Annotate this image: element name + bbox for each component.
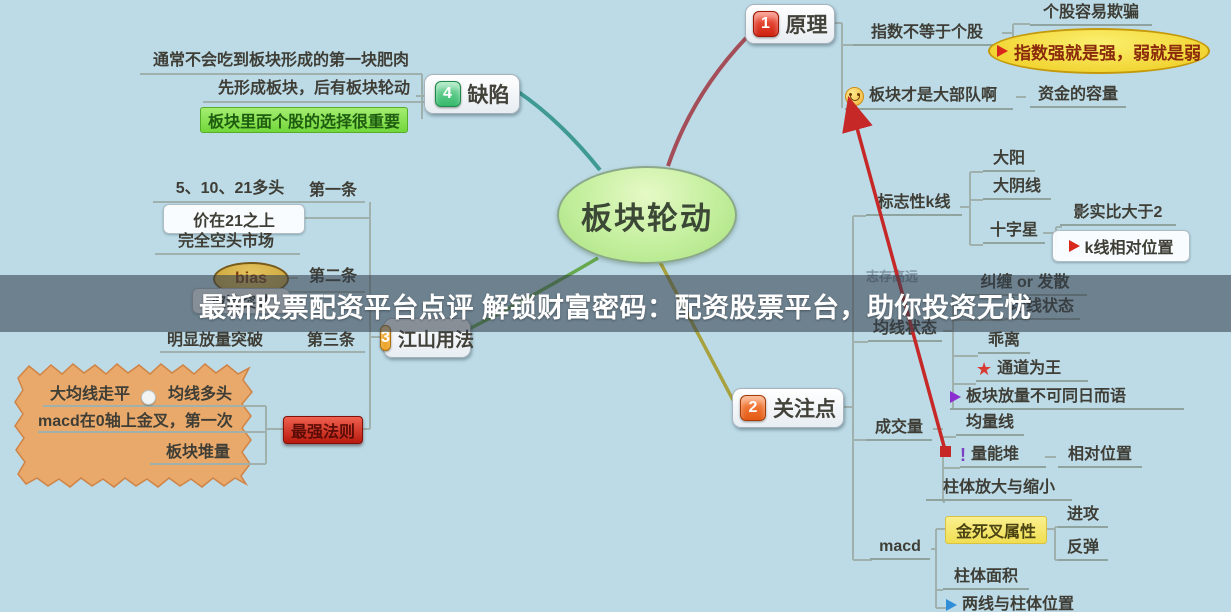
red-star-icon: ★ xyxy=(976,359,993,379)
label-full-bear-market[interactable]: 完全空头市场 xyxy=(177,233,274,250)
blue-flag-icon xyxy=(946,599,957,611)
label-strongest-rule[interactable]: 最强法则 xyxy=(283,416,363,444)
banner-title: 最新股票配资平台点评 解锁财富密码：配资股票平台，助你投资无忧 xyxy=(198,293,1032,323)
badge-1-icon: 1 xyxy=(752,11,779,37)
label-big-yin[interactable]: 大阴线 xyxy=(983,176,1051,200)
kline-position-text: k线相对位置 xyxy=(1084,240,1174,257)
purple-flag-icon xyxy=(950,391,961,403)
central-topic[interactable]: 板块轮动 xyxy=(557,166,737,264)
label-macd-golden-cross[interactable]: macd在0轴上金叉，第一次 xyxy=(38,413,233,430)
sector-army-text: 板块才是大部队啊 xyxy=(869,87,998,104)
banner-strip xyxy=(0,275,1231,332)
sector-volume-note-text: 板块放量不可同日而语 xyxy=(966,388,1127,405)
node-focus-label: 关注点 xyxy=(773,398,836,421)
label-big-yang[interactable]: 大阳 xyxy=(983,148,1035,172)
label-big-ma-flat[interactable]: 大均线走平 xyxy=(49,386,130,403)
label-sector-volume-pile[interactable]: 板块堆量 xyxy=(165,444,230,461)
lines-bar-position-text: 两线与柱体位置 xyxy=(962,596,1075,612)
label-doji[interactable]: 十字星 xyxy=(983,220,1045,244)
node-defect-label: 缺陷 xyxy=(467,84,510,107)
label-ma-bullish[interactable]: 均线多头 xyxy=(167,386,232,403)
label-signature-kline[interactable]: 标志性k线 xyxy=(866,192,962,216)
label-macd[interactable]: macd xyxy=(870,536,930,560)
node-principle[interactable]: 1 原理 xyxy=(745,4,835,44)
label-kline-position[interactable]: k线相对位置 xyxy=(1052,230,1190,262)
label-attack[interactable]: 进攻 xyxy=(1058,504,1108,528)
label-volume-breakout[interactable]: 明显放量突破 xyxy=(166,332,263,349)
label-deviation[interactable]: 乖离 xyxy=(978,330,1030,354)
defect-note-1[interactable]: 通常不会吃到板块形成的第一块肥肉 xyxy=(152,52,409,69)
label-rule3[interactable]: 第三条 xyxy=(306,332,355,349)
label-bar-expand-shrink[interactable]: 柱体放大与缩小 xyxy=(926,477,1072,501)
label-ma-bullish-51021[interactable]: 5、10、21多头 xyxy=(175,180,285,197)
index-strong-text: 指数强就是强，弱就是弱 xyxy=(1014,43,1201,63)
label-volume-ma[interactable]: 均量线 xyxy=(956,412,1024,436)
defect-note-3-highlight[interactable]: 板块里面个股的选择很重要 xyxy=(200,107,408,133)
label-rule1[interactable]: 第一条 xyxy=(308,182,357,199)
arrow-start-square xyxy=(940,446,951,457)
badge-2-icon: 2 xyxy=(740,395,766,421)
node-focus[interactable]: 2 关注点 xyxy=(732,388,844,428)
label-index-strong[interactable]: 指数强就是强，弱就是弱 xyxy=(988,28,1210,74)
label-fund-capacity[interactable]: 资金的容量 xyxy=(1030,84,1126,108)
node-usage-label: 江山用法 xyxy=(397,329,474,351)
node-principle-label: 原理 xyxy=(785,14,828,37)
label-channel-king[interactable]: ★ 通道为王 xyxy=(976,358,1088,382)
label-price-above-21[interactable]: 价在21之上 xyxy=(163,204,305,234)
badge-4-icon: 4 xyxy=(434,81,461,107)
red-flag-icon xyxy=(997,45,1008,57)
red-flag-icon xyxy=(1068,240,1080,252)
channel-king-text: 通道为王 xyxy=(997,360,1062,377)
defect-note-2[interactable]: 先形成板块，后有板块轮动 xyxy=(217,80,410,97)
dash-connector-icon xyxy=(141,390,156,405)
node-defect[interactable]: 4 缺陷 xyxy=(424,74,520,114)
purple-exclamation-icon: ! xyxy=(960,445,966,465)
label-gold-dead-cross[interactable]: 金死叉属性 xyxy=(945,516,1047,544)
label-sector-volume-note[interactable]: 板块放量不可同日而语 xyxy=(950,386,1184,410)
label-bar-area[interactable]: 柱体面积 xyxy=(943,566,1029,590)
label-stock-deceive[interactable]: 个股容易欺骗 xyxy=(1030,2,1152,26)
label-lines-bar-position[interactable]: 两线与柱体位置 xyxy=(946,594,1116,612)
label-shadow-ratio[interactable]: 影实比大于2 xyxy=(1060,202,1176,226)
label-volume-pile[interactable]: ! 量能堆 xyxy=(960,444,1046,468)
label-volume[interactable]: 成交量 xyxy=(866,417,932,441)
orange-blob xyxy=(14,363,253,488)
volume-pile-text: 量能堆 xyxy=(971,446,1020,463)
label-rebound[interactable]: 反弹 xyxy=(1058,537,1108,561)
label-relative-position[interactable]: 相对位置 xyxy=(1058,444,1142,468)
label-index-not-equal[interactable]: 指数不等于个股 xyxy=(853,22,1001,46)
